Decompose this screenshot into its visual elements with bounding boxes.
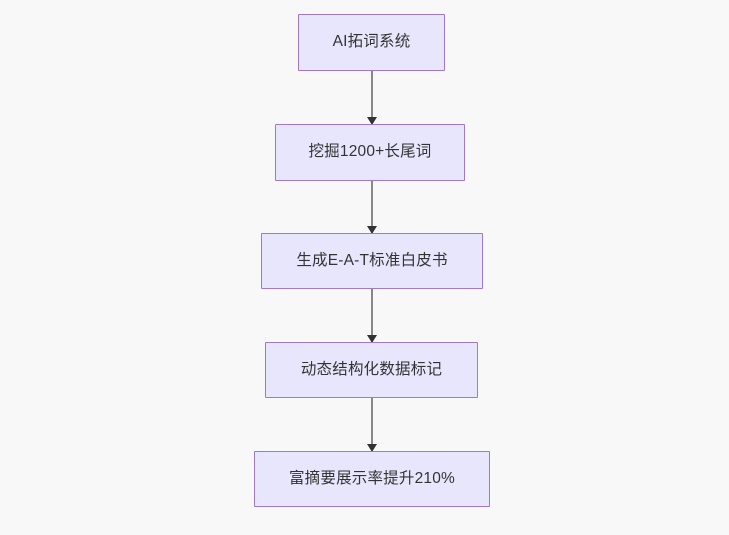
edge-line	[371, 181, 373, 233]
flow-edge-n4-n5	[367, 398, 377, 452]
flow-node-label: 富摘要展示率提升210%	[288, 469, 456, 487]
flow-edge-n1-n2	[367, 71, 377, 125]
flow-node-label: 挖掘1200+长尾词	[308, 143, 432, 161]
edge-line	[371, 289, 373, 342]
flow-node-label: 生成E-A-T标准白皮书	[296, 251, 448, 269]
flow-node-label: AI拓词系统	[332, 33, 411, 51]
flow-node-label: 动态结构化数据标记	[300, 360, 443, 378]
arrow-down-icon	[367, 226, 377, 234]
flow-node-dynamic-structured-data-markup[interactable]: 动态结构化数据标记	[265, 342, 478, 398]
arrow-down-icon	[367, 444, 377, 452]
flow-node-generate-eat-whitepaper[interactable]: 生成E-A-T标准白皮书	[261, 233, 483, 289]
flow-edge-n2-n3	[367, 181, 377, 234]
flow-node-rich-snippet-impression-uplift[interactable]: 富摘要展示率提升210%	[254, 451, 490, 507]
arrow-down-icon	[367, 335, 377, 343]
arrow-down-icon	[367, 117, 377, 125]
flow-edge-n3-n4	[367, 289, 377, 343]
flow-node-mine-longtail-keywords[interactable]: 挖掘1200+长尾词	[275, 124, 465, 181]
flow-node-ai-keyword-system[interactable]: AI拓词系统	[298, 14, 445, 71]
edge-line	[371, 398, 373, 451]
edge-line	[371, 71, 373, 124]
